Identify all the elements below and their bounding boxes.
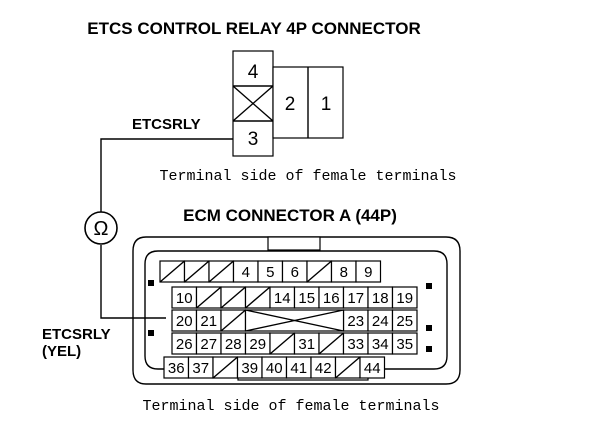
empty-cavity-slash [220, 309, 246, 332]
ecm-pin-6: 6 [291, 264, 299, 281]
ohmmeter-icon: Ω [84, 211, 118, 245]
ecm-pin-16: 16 [323, 290, 340, 307]
ecm-pin-21: 21 [200, 313, 217, 330]
ecm-pin-35: 35 [396, 336, 413, 353]
ecm-pin-24: 24 [372, 313, 389, 330]
ecm-pin-34: 34 [372, 336, 389, 353]
ecm-pin-cavity [391, 309, 418, 332]
relay-pin-1: 1 [321, 94, 332, 115]
empty-cavity-slash [335, 356, 361, 379]
ecm-pin-44: 44 [364, 360, 381, 377]
ecm-pin-29: 29 [249, 336, 266, 353]
ecm-pin-40: 40 [266, 360, 283, 377]
blocked-region-cross [245, 309, 344, 332]
empty-cavity-slash [196, 286, 222, 309]
ecm-pin-8: 8 [340, 264, 348, 281]
ecm-pin-26: 26 [176, 336, 193, 353]
ecm-wire-color: (YEL) [42, 343, 81, 360]
ecm-pin-cavity [391, 286, 418, 309]
empty-cavity-slash [212, 356, 238, 379]
locator-square [148, 280, 154, 286]
locator-square [426, 283, 432, 289]
ecm-pin-36: 36 [168, 360, 185, 377]
ecm-pin-33: 33 [347, 336, 364, 353]
empty-cavity-slash [159, 260, 185, 283]
ecm-pin-cavity [355, 260, 382, 283]
ecm-pin-19: 19 [396, 290, 413, 307]
relay-wire-label: ETCSRLY [132, 116, 201, 133]
ecm-pin-39: 39 [241, 360, 258, 377]
ecm-pin-cavity [391, 332, 418, 355]
empty-cavity-slash [245, 286, 271, 309]
empty-cavity-slash [184, 260, 210, 283]
ecm-pin-23: 23 [347, 313, 364, 330]
ecm-pin-28: 28 [225, 336, 242, 353]
ecm-pin-4: 4 [242, 264, 250, 281]
locator-square [148, 330, 154, 336]
relay-pin-2: 2 [285, 94, 296, 115]
ecm-pin-15: 15 [298, 290, 315, 307]
ohm-symbol: Ω [94, 218, 109, 240]
ecm-pin-5: 5 [266, 264, 274, 281]
ecm-pin-25: 25 [396, 313, 413, 330]
ecm-connector-latch [267, 236, 321, 251]
empty-cavity-slash [269, 332, 295, 355]
ecm-pin-9: 9 [364, 264, 372, 281]
empty-cavity-slash [318, 332, 344, 355]
ecm-connector-inner [144, 250, 448, 370]
ecm-pin-41: 41 [290, 360, 307, 377]
ecm-pin-37: 37 [192, 360, 209, 377]
ecm-pin-42: 42 [315, 360, 332, 377]
locator-square [426, 325, 432, 331]
relay-pin-3: 3 [248, 129, 259, 150]
ecm-pin-27: 27 [200, 336, 217, 353]
ecm-pin-10: 10 [176, 290, 193, 307]
ecm-pin-cavity [359, 356, 386, 379]
ecm-pin-20: 20 [176, 313, 193, 330]
relay-pin-4: 4 [248, 62, 259, 83]
relay-caption: Terminal side of female terminals [159, 168, 456, 185]
ecm-pin-31: 31 [298, 336, 315, 353]
empty-cavity-slash [220, 286, 246, 309]
relay-connector: 4 2 1 3 [232, 50, 344, 157]
ecm-caption: Terminal side of female terminals [142, 398, 439, 415]
ecm-pin-14: 14 [274, 290, 291, 307]
lead-to-relay [100, 138, 233, 212]
empty-cavity-slash [306, 260, 332, 283]
ecm-pin-17: 17 [347, 290, 364, 307]
ecm-pin-18: 18 [372, 290, 389, 307]
ecm-connector-title: ECM CONNECTOR A (44P) [183, 206, 397, 225]
locator-square [426, 346, 432, 352]
ecm-connector-housing [132, 236, 461, 385]
ecm-wire-label: ETCSRLY [42, 326, 111, 343]
empty-cavity-slash [208, 260, 234, 283]
relay-connector-title: ETCS CONTROL RELAY 4P CONNECTOR [87, 19, 420, 38]
